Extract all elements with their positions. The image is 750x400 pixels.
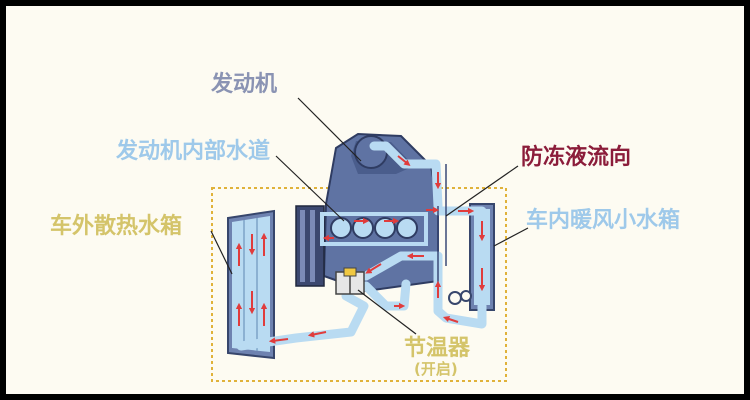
flow-arrows xyxy=(235,155,486,344)
external-radiator-label: 车外散热水箱 xyxy=(50,214,183,239)
cabin-heater-core xyxy=(469,203,495,311)
hose-connector xyxy=(448,290,472,305)
engine-label: 发动机 xyxy=(211,72,278,97)
diagram-canvas: 发动机 发动机内部水道 防冻液流向 车外散热水箱 车内暖风小水箱 节温器 (开启… xyxy=(6,6,744,394)
coolant-pipe-outlines xyxy=(437,164,447,291)
thermostat xyxy=(335,267,365,295)
engine-channel-label: 发动机内部水道 xyxy=(116,139,271,164)
external-radiator xyxy=(227,209,275,360)
coolant-flow-label: 防冻液流向 xyxy=(521,145,632,170)
engine-block xyxy=(295,132,439,293)
cabin-heater-label: 车内暖风小水箱 xyxy=(526,208,681,233)
cooling-system-diagram xyxy=(210,97,529,382)
thermostat-label: 节温器 xyxy=(404,336,471,361)
thermostat-state-label: (开启) xyxy=(414,360,458,378)
leader-lines xyxy=(210,97,529,335)
